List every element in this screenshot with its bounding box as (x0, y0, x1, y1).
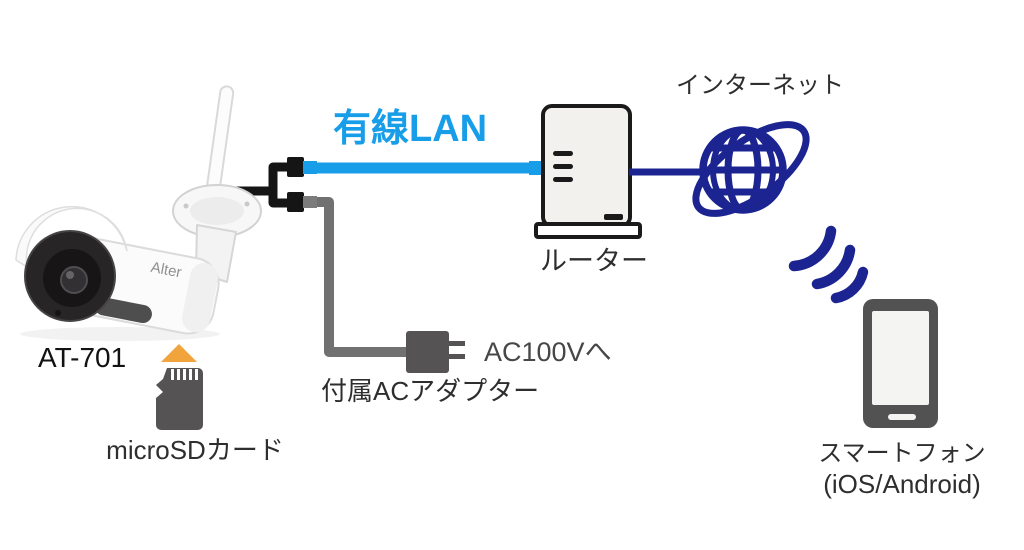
smartphone-icon (863, 299, 938, 428)
camera-logo: Alter (149, 259, 183, 282)
smartphone-os-label: (iOS/Android) (823, 469, 981, 499)
wired-lan-label: 有線LAN (333, 108, 488, 150)
wifi-waves-icon (788, 225, 869, 304)
router-label: ルーター (540, 246, 648, 276)
power-cable (303, 196, 407, 357)
microsd-label: microSDカード (106, 435, 284, 465)
lan-cable (303, 161, 542, 175)
ac-adapter-label: 付属ACアダプター (321, 376, 540, 406)
router-icon (534, 104, 642, 239)
ac-adapter-icon (406, 331, 465, 373)
microsd-icon (156, 344, 203, 430)
smartphone-label: スマートフォン (818, 440, 986, 467)
ac-outlet-label: AC100Vへ (484, 337, 612, 367)
camera-model-label: AT-701 (38, 342, 127, 373)
internet-label: インターネット (676, 72, 844, 99)
camera-image: Alter (15, 85, 262, 341)
power-connector-icon (287, 192, 304, 212)
lan-connector-icon (287, 157, 304, 177)
insert-arrow-icon (161, 344, 197, 362)
internet-globe-icon (692, 121, 810, 217)
